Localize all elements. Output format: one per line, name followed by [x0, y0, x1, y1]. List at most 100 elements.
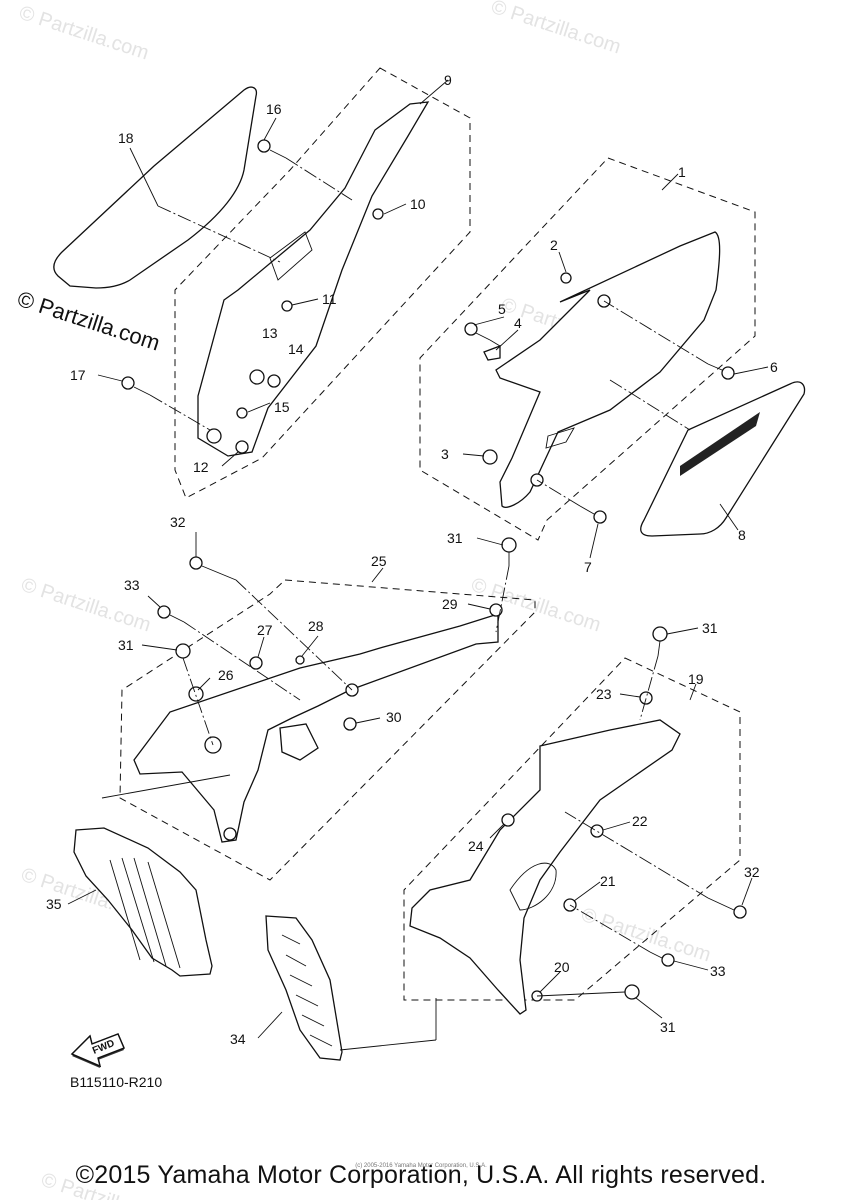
- callout-31: 31: [118, 637, 134, 653]
- collar-3-icon: [482, 449, 498, 465]
- nut-10-icon: [372, 208, 384, 220]
- watermark-brand: © Partzilla.com: [14, 286, 163, 356]
- callout-13: 13: [262, 325, 278, 341]
- bolt-31-icon: [652, 626, 668, 642]
- radiator-guard-34: [265, 915, 343, 1061]
- guard-slats-35: [109, 857, 181, 969]
- cover-cutout-19: [509, 862, 557, 911]
- callout-6: 6: [770, 359, 778, 375]
- callout-23: 23: [596, 686, 612, 702]
- callout-25: 25: [371, 553, 387, 569]
- bolt-32-icon: [189, 556, 203, 570]
- callout-31: 31: [660, 1019, 676, 1035]
- grommet-14-icon: [267, 374, 281, 388]
- callout-33: 33: [124, 577, 140, 593]
- lower-cover-19: [409, 719, 681, 1015]
- callout-24: 24: [468, 838, 484, 854]
- callout-labels: 18 16 9 10 11 13 14 17 15 12 1 2 5 4 6 3…: [46, 72, 778, 1047]
- emblem-graphic-8: [680, 412, 760, 476]
- callout-1: 1: [678, 164, 686, 180]
- assembly-9-boundary: [174, 67, 471, 499]
- assembly-19-boundary: [403, 657, 741, 1001]
- washer-11-icon: [281, 300, 293, 312]
- bolt-16-icon: [257, 139, 271, 153]
- nut-30-icon: [343, 717, 357, 731]
- grommet-26-icon: [188, 686, 204, 702]
- collar-23-icon: [639, 691, 653, 705]
- bracket-hole-9: [206, 428, 222, 444]
- decal-18: [53, 86, 258, 289]
- callout-30: 30: [386, 709, 402, 725]
- collar-22-icon: [590, 824, 604, 838]
- bolt-7-icon: [593, 510, 607, 524]
- callout-19: 19: [688, 671, 704, 687]
- bolt-31-icon: [624, 984, 640, 1000]
- collar-13-icon: [249, 369, 265, 385]
- fwd-arrow-icon: FWD: [70, 1033, 125, 1068]
- assembly-25-boundary: [119, 579, 536, 881]
- callout-26: 26: [218, 667, 234, 683]
- bracket-boss-25: [279, 723, 319, 761]
- assembly-1-boundary: [419, 157, 756, 541]
- bolt-31-icon: [501, 537, 517, 553]
- watermark-text: © Partzilla.com: [488, 0, 623, 58]
- assembly-boundaries: [119, 67, 756, 1001]
- watermark-text: © Partzilla.com: [16, 2, 151, 65]
- callout-31: 31: [447, 530, 463, 546]
- watermark-text: © Partzilla.com: [578, 904, 713, 967]
- callout-28: 28: [308, 618, 324, 634]
- bolt-17-icon: [121, 376, 135, 390]
- callout-9: 9: [444, 72, 452, 88]
- callout-27: 27: [257, 622, 273, 638]
- assembly-lines: [101, 157, 709, 1051]
- callout-14: 14: [288, 341, 304, 357]
- callout-20: 20: [554, 959, 570, 975]
- grommet-24-icon: [501, 813, 515, 827]
- washer-15-icon: [236, 407, 248, 419]
- small-copyright: (c) 2005-2016 Yamaha Motor Corporation, …: [355, 1163, 487, 1169]
- callout-18: 18: [118, 130, 134, 146]
- bolt-6-icon: [721, 366, 735, 380]
- cover-vent-1: [545, 427, 575, 449]
- callout-11: 11: [322, 291, 337, 307]
- bracket-hole-25: [223, 827, 237, 841]
- callout-12: 12: [193, 459, 209, 475]
- callout-22: 22: [632, 813, 648, 829]
- callout-5: 5: [498, 301, 506, 317]
- callout-3: 3: [441, 446, 449, 462]
- callout-29: 29: [442, 596, 458, 612]
- callout-35: 35: [46, 896, 62, 912]
- bolt-31-icon: [175, 643, 191, 659]
- bolt-32-icon: [733, 905, 747, 919]
- callout-15: 15: [274, 399, 290, 415]
- callout-16: 16: [266, 101, 282, 117]
- emblem-decal-8: [640, 381, 806, 537]
- guard-slats-34: [281, 934, 333, 1047]
- callout-32: 32: [170, 514, 186, 530]
- bolt-5-icon: [464, 322, 478, 336]
- callout-leaders: [67, 79, 769, 1039]
- callout-2: 2: [550, 237, 558, 253]
- collar-27-icon: [249, 656, 263, 670]
- callout-17: 17: [70, 367, 86, 383]
- diagram-code: B115110-R210: [70, 1074, 162, 1090]
- callout-31: 31: [702, 620, 718, 636]
- bolt-33-icon: [157, 605, 171, 619]
- nut-2-icon: [560, 272, 572, 284]
- callout-32: 32: [744, 864, 760, 880]
- callout-21: 21: [600, 873, 616, 889]
- callout-7: 7: [584, 559, 592, 575]
- footer-copyright: ©2015 Yamaha Motor Corporation, U.S.A. A…: [75, 1161, 767, 1189]
- callout-34: 34: [230, 1031, 246, 1047]
- callout-33: 33: [710, 963, 726, 979]
- side-cover-bracket-9: [197, 101, 430, 457]
- bracket-slot-9: [269, 231, 313, 281]
- side-cover-1: [495, 231, 721, 508]
- bolt-33-icon: [661, 953, 675, 967]
- frame-bracket-25: [133, 613, 499, 843]
- callout-10: 10: [410, 196, 426, 212]
- nut-28-icon: [295, 655, 305, 665]
- collar-29-icon: [489, 603, 503, 617]
- washer-12-icon: [235, 440, 249, 454]
